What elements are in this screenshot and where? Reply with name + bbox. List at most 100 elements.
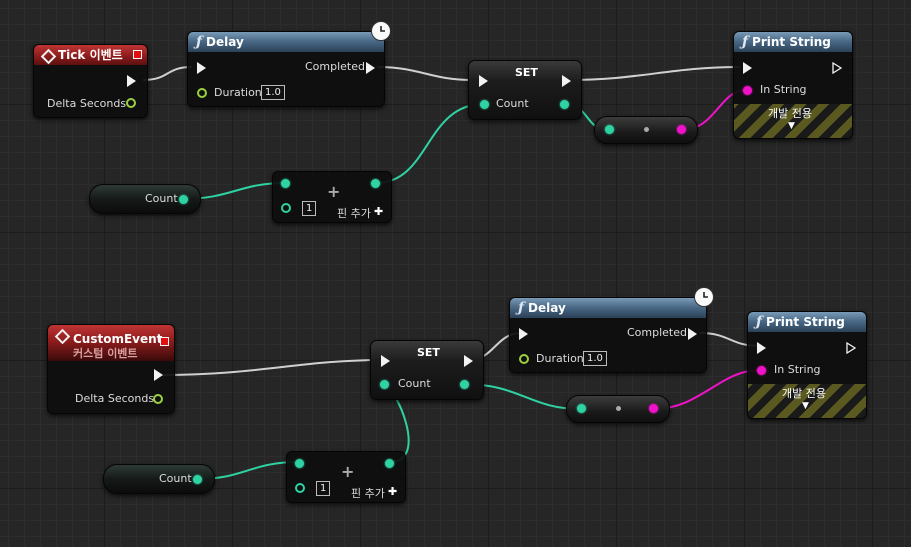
set-title: SET [417, 346, 440, 359]
development-only-label: 개발 전용 [768, 107, 812, 120]
in-string-pin[interactable] [743, 86, 752, 95]
function-f-icon: ƒ [518, 300, 525, 316]
exec-out-pin[interactable] [127, 75, 136, 87]
completed-exec-pin[interactable] [366, 62, 375, 74]
count-variable-out-pin[interactable] [193, 475, 202, 484]
print-exec-out-pin[interactable] [832, 62, 842, 74]
add-pin-label[interactable]: 핀 추가 [337, 207, 371, 220]
duration-input[interactable]: 1.0 [583, 351, 607, 366]
add-b-input[interactable]: 1 [302, 201, 317, 216]
expand-chevron-icon[interactable]: ▼ [802, 401, 809, 411]
count-label: Count [398, 377, 431, 390]
int-to-string-conversion-node[interactable] [566, 395, 670, 423]
print-exec-out-pin[interactable] [846, 342, 856, 354]
duration-pin[interactable] [197, 88, 207, 98]
duration-input[interactable]: 1.0 [261, 85, 285, 100]
completed-label: Completed [627, 326, 687, 339]
delta-seconds-pin[interactable] [126, 98, 136, 108]
exec-wire-custom-to-set [159, 359, 385, 376]
completed-label: Completed [305, 60, 365, 73]
add-out-pin[interactable] [371, 179, 380, 188]
function-f-icon: ƒ [756, 314, 763, 330]
add-in-b-pin[interactable] [295, 483, 305, 493]
count-in-pin[interactable] [480, 100, 489, 109]
custom-event-node[interactable]: CustomEvent 커스텀 이벤트 Delta Seconds [47, 324, 175, 414]
completed-exec-pin[interactable] [688, 328, 697, 340]
delta-seconds-label: Delta Seconds [75, 392, 155, 405]
exec-wire-set-to-print [567, 66, 741, 81]
set-title: SET [515, 66, 538, 79]
count-variable-node[interactable]: Count [103, 464, 215, 494]
add-pin-plus-icon[interactable]: ✚ [374, 205, 384, 218]
add-b-input[interactable]: 1 [316, 481, 331, 496]
tick-event-node[interactable]: Tick 이벤트 Delta Seconds [33, 44, 148, 118]
development-only-banner: 개발 전용 ▼ [734, 104, 852, 138]
add-pin-label[interactable]: 핀 추가 [351, 487, 385, 500]
add-pin-plus-icon[interactable]: ✚ [388, 485, 398, 498]
set-exec-out-pin[interactable] [562, 75, 571, 87]
print-string-title: Print String [766, 315, 845, 329]
exec-in-pin[interactable] [197, 62, 206, 74]
conversion-in-pin[interactable] [577, 404, 586, 413]
custom-event-header: CustomEvent 커스텀 이벤트 [48, 325, 174, 361]
count-variable-out-pin[interactable] [179, 195, 188, 204]
output-delegate-icon[interactable] [160, 337, 169, 346]
count-variable-label: Count [145, 192, 178, 205]
set-node[interactable]: SET Count [468, 60, 582, 120]
delay-title: Delay [206, 35, 244, 49]
print-exec-in-pin[interactable] [757, 342, 766, 354]
set-node[interactable]: SET Count [370, 340, 484, 400]
set-exec-in-pin[interactable] [381, 355, 390, 367]
count-variable-label: Count [159, 472, 192, 485]
exec-in-pin[interactable] [519, 328, 528, 340]
conversion-dot-icon [616, 406, 621, 411]
count-out-pin[interactable] [460, 380, 469, 389]
print-exec-in-pin[interactable] [743, 62, 752, 74]
add-in-b-pin[interactable] [281, 203, 291, 213]
conversion-dot-icon [644, 127, 649, 132]
count-in-pin[interactable] [380, 380, 389, 389]
conversion-out-pin[interactable] [649, 404, 658, 413]
delta-seconds-pin[interactable] [153, 394, 163, 404]
clock-icon [371, 21, 391, 41]
add-operator-icon: + [327, 182, 341, 201]
add-out-pin[interactable] [385, 459, 394, 468]
in-string-pin[interactable] [757, 366, 766, 375]
expand-chevron-icon[interactable]: ▼ [788, 121, 795, 131]
count-out-pin[interactable] [560, 100, 569, 109]
delta-seconds-label: Delta Seconds [47, 97, 127, 110]
add-in-a-pin[interactable] [295, 459, 304, 468]
conversion-out-pin[interactable] [677, 125, 686, 134]
conversion-in-pin[interactable] [605, 125, 614, 134]
set-exec-out-pin[interactable] [464, 355, 473, 367]
exec-wire-delay-to-set [376, 66, 474, 81]
set-exec-in-pin[interactable] [479, 75, 488, 87]
count-label: Count [496, 97, 529, 110]
in-string-label: In String [760, 83, 807, 96]
add-node[interactable]: + 1 핀 추가 ✚ [272, 171, 392, 223]
function-f-icon: ƒ [742, 34, 749, 50]
add-in-a-pin[interactable] [281, 179, 290, 188]
custom-event-subtitle: 커스텀 이벤트 [73, 347, 138, 360]
duration-label: Duration [536, 352, 584, 365]
function-f-icon: ƒ [196, 34, 203, 50]
development-only-banner: 개발 전용 ▼ [748, 384, 866, 418]
int-to-string-conversion-node[interactable] [594, 116, 698, 144]
event-diamond-icon [40, 48, 57, 65]
duration-pin[interactable] [519, 354, 529, 364]
add-node[interactable]: + 1 핀 추가 ✚ [286, 451, 406, 503]
output-delegate-icon[interactable] [133, 50, 142, 59]
count-variable-node[interactable]: Count [89, 184, 201, 214]
custom-event-title: CustomEvent [73, 332, 163, 346]
duration-label: Duration [214, 86, 262, 99]
int-wire-add-to-set [375, 103, 485, 184]
exec-out-pin[interactable] [154, 369, 163, 381]
